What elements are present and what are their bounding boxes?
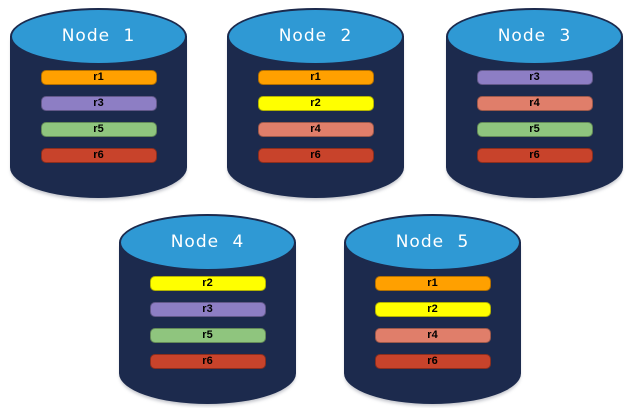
partition-label: r5	[93, 123, 104, 135]
partition-label: r1	[427, 277, 438, 289]
partition-bar-r5: r5	[149, 328, 266, 343]
cylinder-top: Node 3	[446, 8, 623, 65]
partition-label: r6	[310, 149, 321, 161]
cylinder-top: Node 4	[119, 214, 296, 271]
partition-bar-r3: r3	[40, 96, 157, 111]
partition-label: r3	[529, 71, 540, 83]
node-cylinder-2: Node 2 r1 r2 r4 r6	[227, 8, 404, 198]
partition-label: r3	[202, 303, 213, 315]
node-label: Node 3	[497, 25, 572, 46]
partition-bar-r1: r1	[40, 70, 157, 85]
node-label: Node 1	[61, 25, 136, 46]
partition-bar-r4: r4	[257, 122, 374, 137]
partition-bar-r6: r6	[476, 148, 593, 163]
partition-label: r2	[427, 303, 438, 315]
partition-label: r6	[93, 149, 104, 161]
partition-label: r6	[427, 355, 438, 367]
partition-label: r2	[202, 277, 213, 289]
node-label: Node 4	[170, 231, 245, 252]
partition-list: r1 r2 r4 r6	[227, 70, 404, 163]
partition-label: r5	[529, 123, 540, 135]
partition-label: r4	[427, 329, 438, 341]
partition-label: r1	[93, 71, 104, 83]
partition-label: r4	[310, 123, 321, 135]
partition-list: r1 r3 r5 r6	[10, 70, 187, 163]
partition-list: r1 r2 r4 r6	[344, 276, 521, 369]
partition-bar-r2: r2	[149, 276, 266, 291]
node-cylinder-3: Node 3 r3 r4 r5 r6	[446, 8, 623, 198]
partition-bar-r2: r2	[374, 302, 491, 317]
node-label: Node 5	[395, 231, 470, 252]
partition-bar-r4: r4	[476, 96, 593, 111]
partition-bar-r6: r6	[149, 354, 266, 369]
partition-label: r1	[310, 71, 321, 83]
partition-label: r2	[310, 97, 321, 109]
cylinder-top: Node 5	[344, 214, 521, 271]
partition-bar-r1: r1	[374, 276, 491, 291]
partition-list: r3 r4 r5 r6	[446, 70, 623, 163]
partition-bar-r2: r2	[257, 96, 374, 111]
node-cylinder-4: Node 4 r2 r3 r5 r6	[119, 214, 296, 404]
node-cylinder-5: Node 5 r1 r2 r4 r6	[344, 214, 521, 404]
node-cylinder-1: Node 1 r1 r3 r5 r6	[10, 8, 187, 198]
partition-bar-r5: r5	[40, 122, 157, 137]
partition-bar-r6: r6	[374, 354, 491, 369]
partition-label: r4	[529, 97, 540, 109]
partition-bar-r4: r4	[374, 328, 491, 343]
partition-bar-r3: r3	[476, 70, 593, 85]
partition-bar-r6: r6	[40, 148, 157, 163]
cylinder-top: Node 2	[227, 8, 404, 65]
partition-label: r5	[202, 329, 213, 341]
partition-bar-r6: r6	[257, 148, 374, 163]
partition-label: r6	[529, 149, 540, 161]
partition-bar-r1: r1	[257, 70, 374, 85]
partition-label: r3	[93, 97, 104, 109]
partition-bar-r5: r5	[476, 122, 593, 137]
cylinder-top: Node 1	[10, 8, 187, 65]
partition-bar-r3: r3	[149, 302, 266, 317]
partition-label: r6	[202, 355, 213, 367]
partition-list: r2 r3 r5 r6	[119, 276, 296, 369]
node-label: Node 2	[278, 25, 353, 46]
